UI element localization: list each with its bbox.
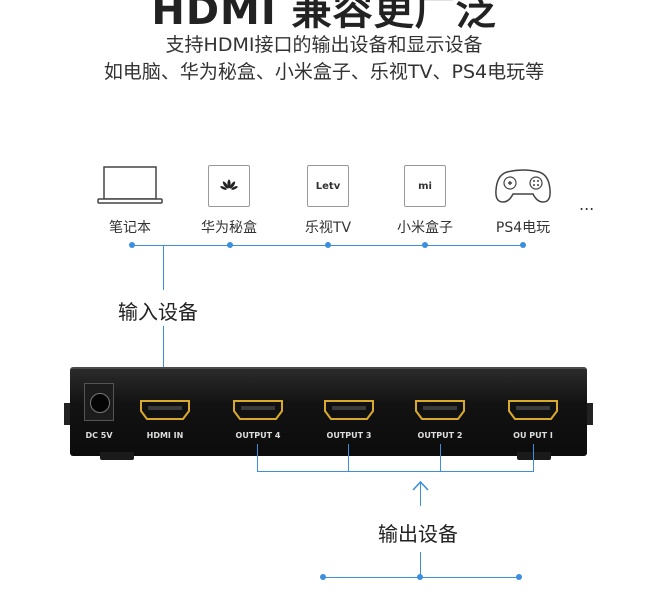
port-label-output-1: OU PUT I xyxy=(513,431,553,440)
device-ps4: PS4电玩 xyxy=(478,165,568,237)
output-1-port xyxy=(508,400,558,420)
output-bus-line xyxy=(257,471,534,472)
output-4-port xyxy=(233,400,283,420)
device-mi-box: mi 小米盒子 xyxy=(380,165,470,237)
device-label: 乐视TV xyxy=(304,220,352,236)
input-dot xyxy=(325,242,331,248)
output-arrow-line xyxy=(420,482,421,506)
output-drop-line xyxy=(440,444,441,472)
device-letv: Letv 乐视TV xyxy=(283,165,373,237)
device-label: 笔记本 xyxy=(109,220,151,236)
huawei-logo-icon xyxy=(208,165,250,207)
port-label-dc: DC 5V xyxy=(85,431,113,440)
page-title: HDMI 兼容更广泛 xyxy=(151,0,497,34)
output-2-port xyxy=(415,400,465,420)
hdmi-in-port xyxy=(140,400,190,420)
device-label: 小米盒子 xyxy=(397,220,453,236)
input-drop-line xyxy=(163,246,164,290)
input-dot xyxy=(129,242,135,248)
output-dot xyxy=(516,574,522,580)
letv-logo-icon: Letv xyxy=(307,165,349,207)
port-label-output-3: OUTPUT 3 xyxy=(326,431,372,440)
input-arrow-line xyxy=(163,326,164,381)
output-devices-label: 输出设备 xyxy=(378,522,458,546)
gamepad-icon xyxy=(478,165,568,207)
output-drop-line xyxy=(257,444,258,472)
subtitle-line-2: 如电脑、华为秘盒、小米盒子、乐视TV、PS4电玩等 xyxy=(103,61,545,83)
mi-logo-icon: mi xyxy=(404,165,446,207)
input-dot xyxy=(422,242,428,248)
laptop-icon xyxy=(85,165,175,207)
port-label-hdmi-in: HDMI IN xyxy=(146,431,184,440)
port-label-output-4: OUTPUT 4 xyxy=(235,431,281,440)
output-dot xyxy=(320,574,326,580)
output-drop-line xyxy=(533,444,534,472)
device-laptop: 笔记本 xyxy=(85,165,175,237)
device-label: 华为秘盒 xyxy=(201,220,257,236)
dc-power-jack xyxy=(84,383,114,421)
device-huawei-box: 华为秘盒 xyxy=(184,165,274,237)
device-label: PS4电玩 xyxy=(495,220,551,236)
input-dot xyxy=(520,242,526,248)
more-ellipsis: ... xyxy=(579,195,595,214)
input-dot xyxy=(227,242,233,248)
input-devices-label: 输入设备 xyxy=(118,300,198,324)
subtitle-line-1: 支持HDMI接口的输出设备和显示设备 xyxy=(165,34,483,56)
output-stem-line xyxy=(420,552,421,578)
output-drop-line xyxy=(348,444,349,472)
output-dot xyxy=(417,574,423,580)
output-3-port xyxy=(324,400,374,420)
port-label-output-2: OUTPUT 2 xyxy=(417,431,463,440)
